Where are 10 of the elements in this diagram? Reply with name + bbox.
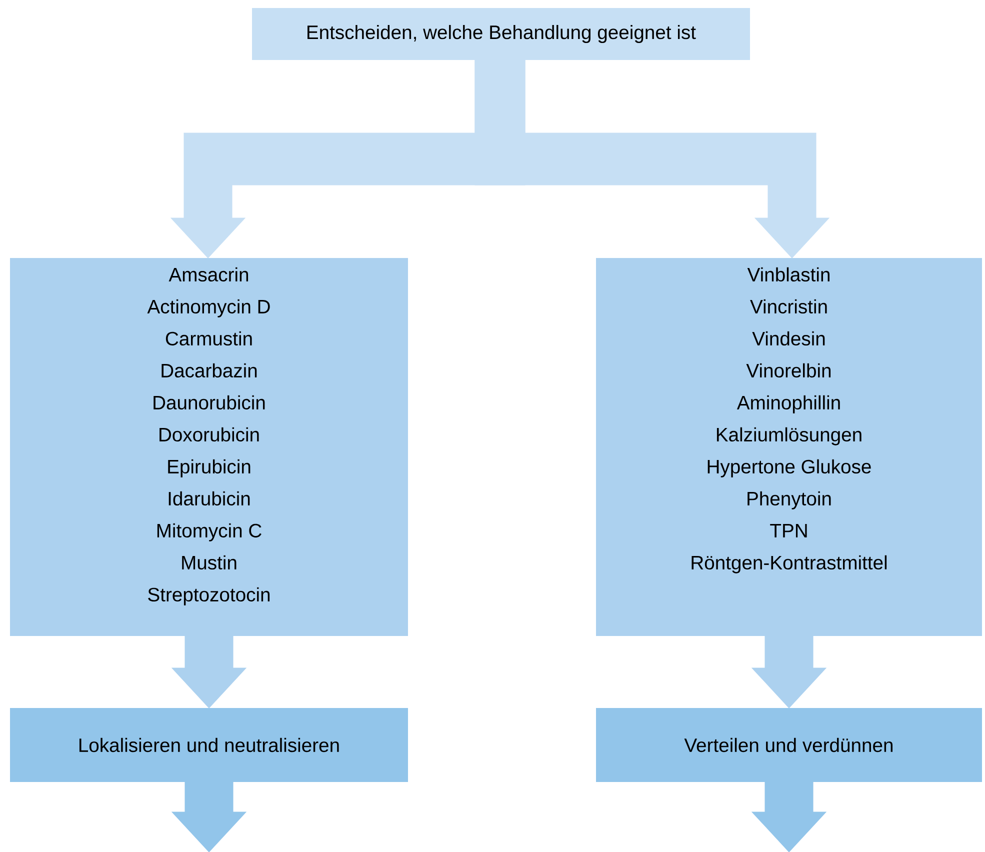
block-arrow bbox=[751, 782, 827, 852]
decision-box: Entscheiden, welche Behandlung geeignet ist bbox=[252, 8, 750, 60]
block-arrow bbox=[474, 60, 830, 258]
list-box: Amsacrin Actinomycin D Carmustin Dacarbazin Daunorubicin Doxorubicin Epirubicin Idarubicin Mitomycin C Mustin Streptozotocin bbox=[10, 258, 408, 636]
action-box: Lokalisieren und neutralisieren bbox=[10, 708, 408, 782]
list-box: Vinblastin Vincristin Vindesin Vinorelbin Aminophillin Kalziumlösungen Hypertone Glukose Phenytoin TPN Röntgen-Kontrastmittel bbox=[596, 258, 982, 636]
block-arrow bbox=[171, 782, 247, 852]
block-arrow bbox=[171, 636, 247, 708]
block-arrow bbox=[751, 636, 827, 708]
action-box: Verteilen und verdünnen bbox=[596, 708, 982, 782]
